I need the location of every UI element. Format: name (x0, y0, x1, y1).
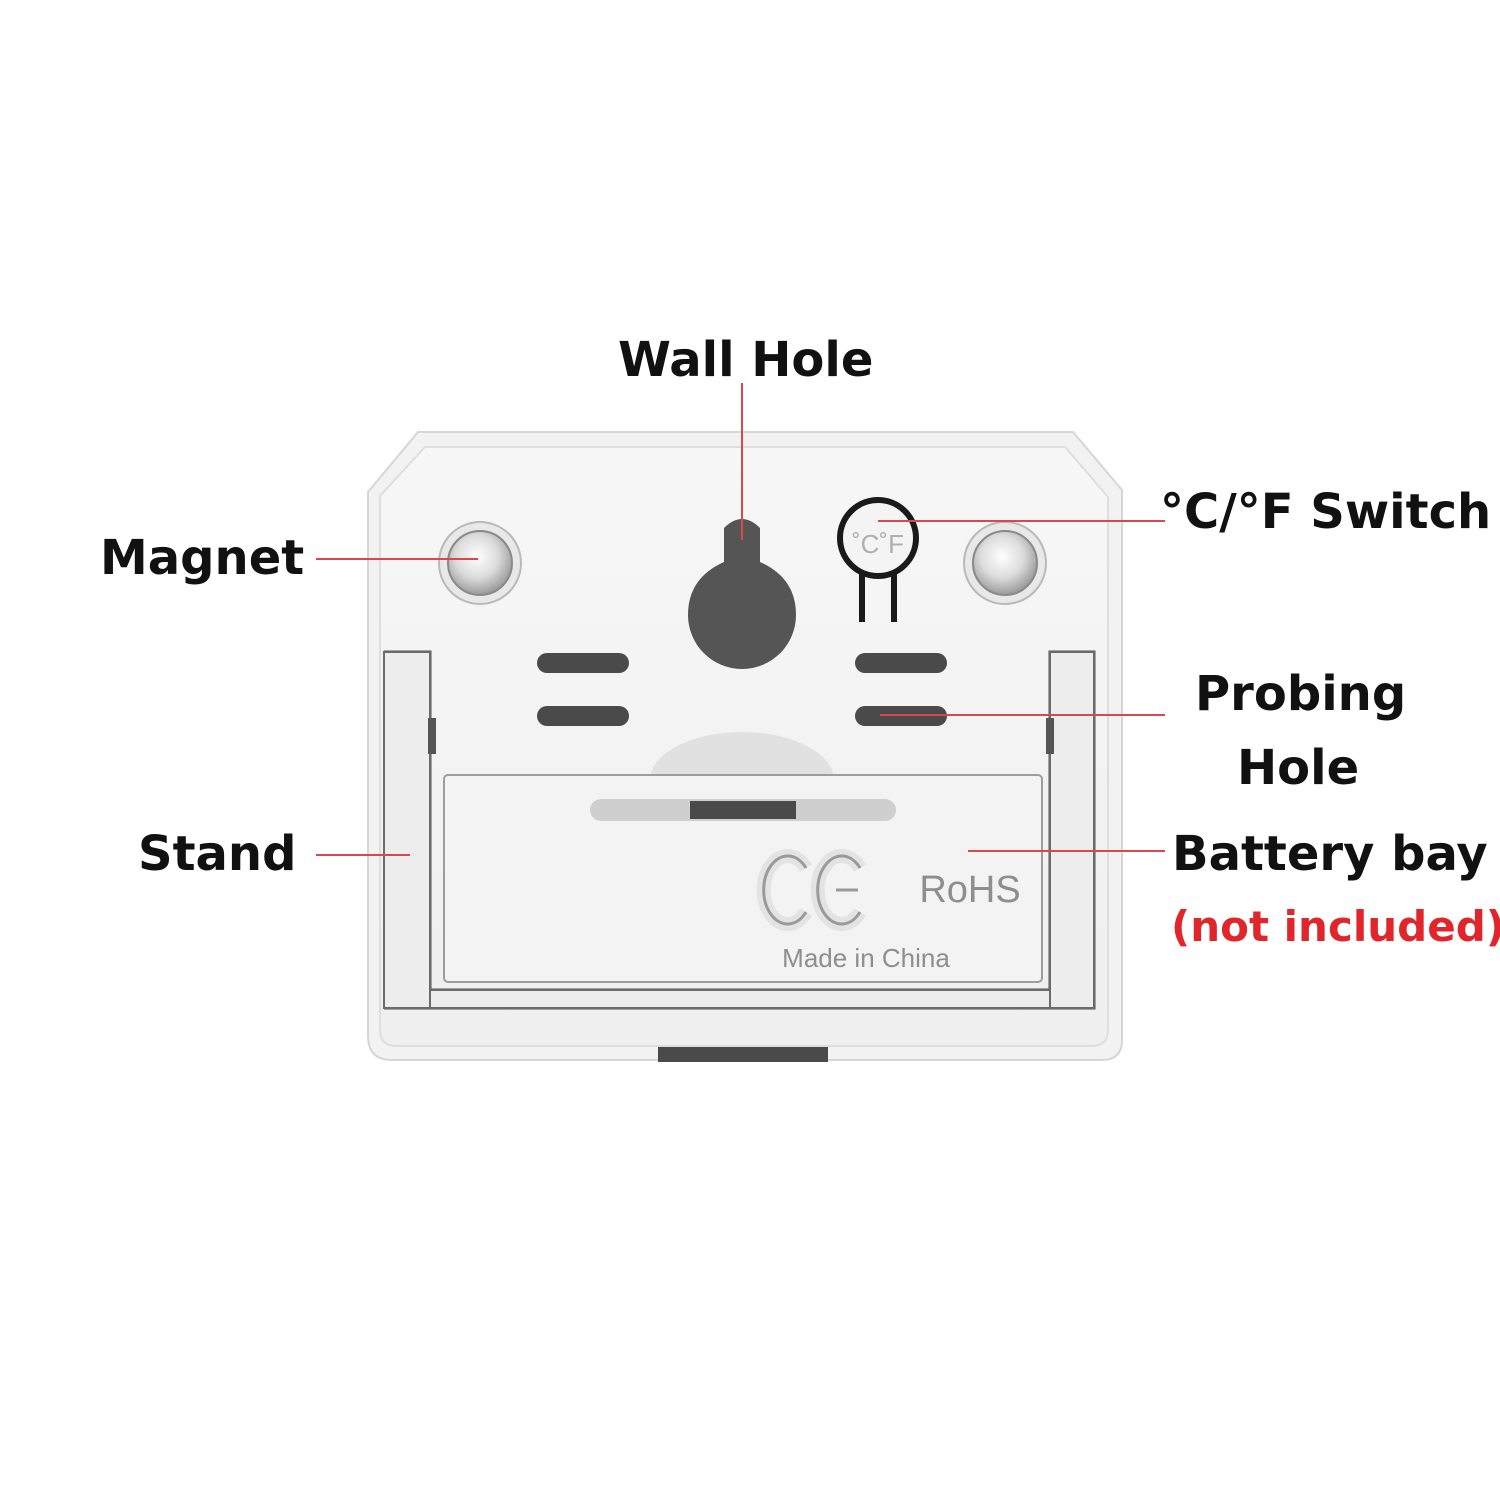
callout-switch: °C/°F Switch (1160, 484, 1492, 540)
vent-slots-left (537, 653, 629, 726)
wall-hole (688, 519, 796, 669)
callout-battery-note: (not included) (1171, 902, 1500, 951)
battery-cover (443, 774, 1043, 983)
magnet-left (438, 521, 522, 605)
rohs-mark: RoHS (919, 869, 1020, 911)
callout-magnet: Magnet (100, 530, 305, 586)
leader-lines (316, 383, 1165, 856)
made-in-china-mark: Made in China (782, 943, 950, 973)
ce-mark (756, 849, 866, 931)
callout-wall-hole: Wall Hole (618, 332, 874, 388)
stand-hinge-right (1046, 718, 1054, 754)
switch-units-text: ˚C˚F (852, 529, 904, 559)
stand-hinge-left (428, 718, 436, 754)
magnet-right (963, 521, 1047, 605)
callout-stand: Stand (138, 826, 297, 882)
callout-probing-hole-line2: Hole (1237, 740, 1360, 796)
callout-probing-hole-line1: Probing (1195, 666, 1407, 722)
callout-battery-bay: Battery bay (1172, 826, 1488, 882)
temperature-unit-switch: ˚C˚F (837, 497, 919, 622)
